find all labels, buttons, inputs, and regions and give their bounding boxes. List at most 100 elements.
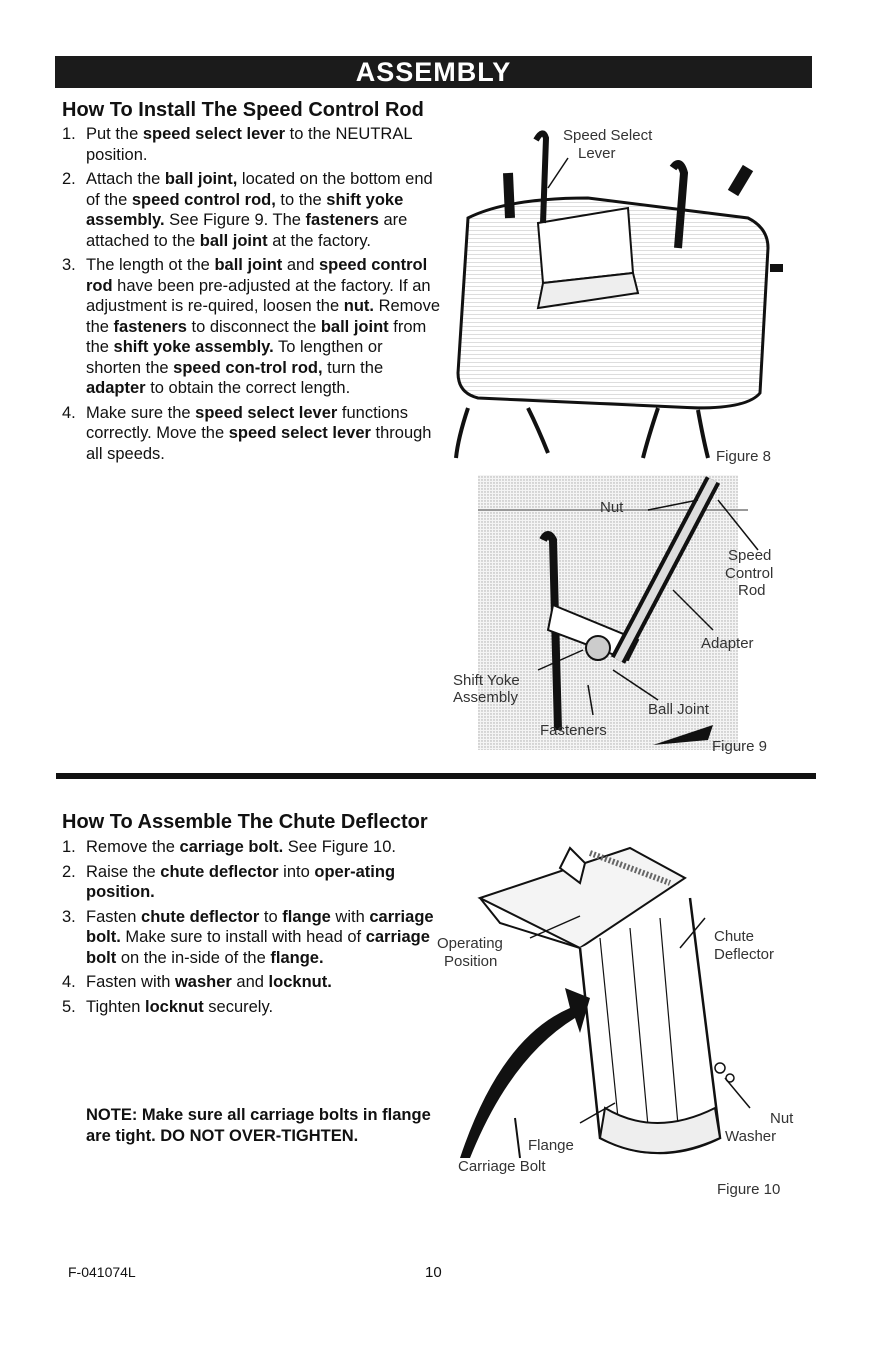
figure-10-label-deflector: Deflector xyxy=(714,946,774,963)
bold-term: fasteners xyxy=(305,211,379,229)
step-number: 1. xyxy=(62,838,76,856)
step-number: 2. xyxy=(62,170,76,188)
step-text: Fasten with xyxy=(86,973,175,991)
step-text: at the factory. xyxy=(267,231,371,250)
bold-term: carriage bolt xyxy=(86,928,430,967)
bold-term: oper-ating position. xyxy=(86,862,396,902)
step-item: 4. Fasten with washer and locknut. xyxy=(62,972,434,993)
step-text: To lengthen or shorten the xyxy=(86,338,383,377)
step-text: have been pre-adjusted at the factory. I… xyxy=(86,276,431,316)
footer-code: F-041074L xyxy=(68,1264,136,1280)
figure-10-caption: Figure 10 xyxy=(717,1181,781,1198)
step-text: See Figure 10. xyxy=(283,838,396,856)
figure-9-label-speed: Speed xyxy=(728,547,771,564)
figure-9-label-adapter: Adapter xyxy=(701,635,754,652)
bold-term: speed select lever xyxy=(228,424,371,442)
step-item: 1.Remove the carriage bolt. See Figure 1… xyxy=(62,837,434,858)
page-number: 10 xyxy=(425,1264,442,1281)
figure-9-illustration: Nut Speed Control Rod Adapter Shift Yoke… xyxy=(453,475,773,750)
step-text: to the NEUTRAL position. xyxy=(86,125,412,164)
step-text: from the xyxy=(86,317,427,357)
step-text: are attached to the xyxy=(86,211,408,250)
step-text: with xyxy=(330,907,370,926)
step-text: to the xyxy=(275,190,327,209)
step-item: 4.Make sure the speed select lever funct… xyxy=(62,403,440,465)
step-number: 3. xyxy=(62,907,76,926)
step-text: functions correctly. Move the xyxy=(86,403,408,443)
step-text: Tighten xyxy=(86,997,146,1016)
section-divider xyxy=(56,773,816,779)
step-text: turn the xyxy=(322,358,384,377)
step-text: securely. xyxy=(203,997,274,1016)
step-text: Raise the xyxy=(86,862,161,881)
bold-term: shift yoke assembly. xyxy=(113,338,274,356)
figure-8-label-lever: Lever xyxy=(578,145,616,162)
step-text: Remove the xyxy=(86,297,441,336)
step-number: 4. xyxy=(62,973,76,991)
step-text: and xyxy=(231,973,269,991)
bold-term: flange. xyxy=(270,948,324,967)
figure-8-caption: Figure 8 xyxy=(716,448,772,465)
figure-9-label-shift-yoke: Shift Yoke xyxy=(453,672,520,689)
section1-steps: 1. Put the speed select lever to the NEUT… xyxy=(62,124,440,468)
bold-term: nut. xyxy=(343,297,374,315)
caution-note: NOTE: Make sure all carriage bolts in fl… xyxy=(86,1106,431,1145)
section2-title: How To Assemble The Chute Deflector xyxy=(62,811,428,833)
figure-9-label-nut: Nut xyxy=(600,499,624,516)
step-text: The length ot the xyxy=(86,256,215,274)
bold-term: chute deflector xyxy=(160,862,279,881)
step-text: on the in-side of the xyxy=(116,948,271,967)
bold-term: flange xyxy=(282,907,331,926)
figure-10-label-carriage-bolt: Carriage Bolt xyxy=(458,1158,546,1175)
bold-term: washer xyxy=(174,973,232,991)
step-item: 5.Tighten locknut securely. xyxy=(62,997,434,1018)
figure-9-label-control: Control xyxy=(725,565,773,582)
figure-8-label-speed-select: Speed Select xyxy=(563,127,653,144)
bold-term: speed select lever xyxy=(142,125,286,143)
figure-10-label-position: Position xyxy=(444,953,497,970)
bold-term: locknut. xyxy=(268,973,332,991)
bold-term: adapter xyxy=(86,379,146,397)
step-number: 4. xyxy=(62,403,76,422)
figure-10-illustration: Operating Position Chute Deflector Nut W… xyxy=(437,846,794,1175)
step-item: 3. The length ot the ball joint and speed… xyxy=(62,255,440,399)
step-item: 3.Fasten chute deflector to flange with … xyxy=(62,907,434,969)
step-number: 2. xyxy=(62,862,76,881)
figure-9-label-assembly: Assembly xyxy=(453,689,519,706)
bold-term: locknut xyxy=(145,997,204,1016)
bold-term: carriage bolt. xyxy=(86,907,434,947)
bold-term: ball joint, xyxy=(164,170,238,188)
section-banner: ASSEMBLY xyxy=(55,56,812,88)
figure-10-label-chute: Chute xyxy=(714,928,754,945)
figure-10-label-nut: Nut xyxy=(770,1110,794,1127)
step-text: and xyxy=(282,256,319,274)
figure-9-label-ball-joint: Ball Joint xyxy=(648,701,710,718)
step-text: to disconnect the xyxy=(186,317,321,336)
figure-10-label-flange: Flange xyxy=(528,1137,574,1154)
step-text: located on the bottom end of the xyxy=(86,170,433,209)
step-number: 1. xyxy=(62,125,76,143)
bold-term: ball joint xyxy=(320,317,389,336)
step-text: through all speeds. xyxy=(86,424,432,463)
figure-10-label-washer: Washer xyxy=(725,1128,776,1145)
section2-steps: 1.Remove the carriage bolt. See Figure 1… xyxy=(62,837,434,1021)
bold-term: speed con-trol rod, xyxy=(173,358,323,377)
step-text: Make sure to install with head of xyxy=(120,928,366,946)
step-item: 2.Raise the chute deflector into oper-at… xyxy=(62,862,434,903)
bold-term: speed control rod xyxy=(86,256,428,295)
section1-title: How To Install The Speed Control Rod xyxy=(62,99,424,121)
step-text: Fasten xyxy=(86,907,142,926)
bold-term: chute deflector xyxy=(141,907,260,926)
step-text: Attach the xyxy=(86,170,165,188)
bold-term: ball joint xyxy=(199,231,268,250)
step-text: Put the xyxy=(86,125,143,143)
figure-9-label-rod: Rod xyxy=(738,582,766,599)
step-text: to obtain the correct length. xyxy=(145,379,351,397)
figure-9-caption: Figure 9 xyxy=(712,738,768,755)
bold-term: carriage bolt. xyxy=(179,838,284,856)
bold-term: shift yoke assembly. xyxy=(86,190,404,230)
step-item: 1. Put the speed select lever to the NEUT… xyxy=(62,124,440,165)
bold-term: ball joint xyxy=(214,256,283,274)
bold-term: speed control rod, xyxy=(131,190,276,209)
step-number: 3. xyxy=(62,256,76,274)
